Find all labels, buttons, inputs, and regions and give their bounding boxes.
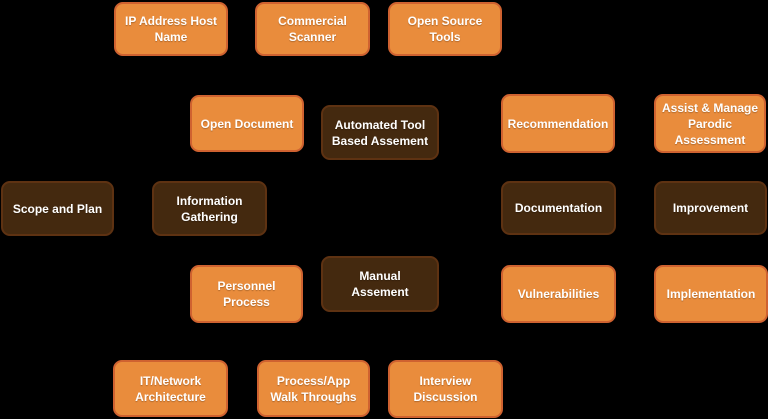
node-information-gathering: Information Gathering [152, 181, 267, 236]
node-assist-manage-parodic-assessment: Assist & Manage Parodic Assessment [654, 94, 766, 153]
node-vulnerabilities: Vulnerabilities [501, 265, 616, 323]
node-open-source-tools: Open Source Tools [388, 2, 502, 56]
node-implementation: Implementation [654, 265, 768, 323]
node-commercial-scanner: Commercial Scanner [255, 2, 370, 56]
node-open-document: Open Document [190, 95, 304, 152]
node-scope-and-plan: Scope and Plan [1, 181, 114, 236]
node-improvement: Improvement [654, 181, 767, 235]
node-recommendation: Recommendation [501, 94, 615, 153]
node-manual-assement: Manual Assement [321, 256, 439, 312]
node-process-app-walk-throughs: Process/App Walk Throughs [257, 360, 370, 417]
node-it-network-architecture: IT/Network Architecture [113, 360, 228, 417]
node-interview-discussion: Interview Discussion [388, 360, 503, 418]
node-ip-address-host-name: IP Address Host Name [114, 2, 228, 56]
node-personnel-process: Personnel Process [190, 265, 303, 323]
node-automated-tool-based-assement: Automated Tool Based Assement [321, 105, 439, 160]
node-documentation: Documentation [501, 181, 616, 235]
